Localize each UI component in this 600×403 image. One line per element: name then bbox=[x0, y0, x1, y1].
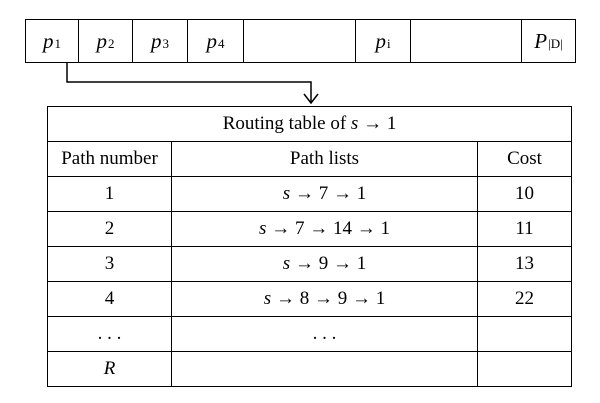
routing-table-title: Routing table of s → 1 bbox=[46, 106, 573, 142]
path-hops: . . . bbox=[312, 323, 337, 344]
title-source: s bbox=[350, 113, 359, 134]
path-number-cell: 4 bbox=[47, 281, 172, 317]
cell-letter: p bbox=[96, 28, 108, 53]
cell-empty-2 bbox=[411, 20, 522, 62]
path-source: s bbox=[282, 183, 291, 204]
table-row: R bbox=[47, 351, 573, 387]
path-source: s bbox=[282, 253, 291, 274]
cost-cell: 13 bbox=[476, 246, 573, 282]
header-path-number: Path number bbox=[47, 141, 172, 177]
cost-cell bbox=[476, 316, 573, 352]
path-hops: → 7 → 1 bbox=[290, 183, 367, 204]
cell-subscript: 1 bbox=[54, 36, 62, 51]
arrow-line bbox=[66, 63, 312, 102]
path-list-cell: s → 7 → 1 bbox=[171, 176, 478, 212]
path-list-cell: s → 9 → 1 bbox=[171, 246, 478, 282]
cell-letter: P bbox=[534, 28, 548, 53]
path-number-cell: . . . bbox=[47, 316, 172, 352]
cell-subscript: 4 bbox=[218, 36, 225, 51]
table-row: 2 s → 7 → 14 → 1 11 bbox=[47, 211, 573, 247]
cell-subscript: 3 bbox=[162, 36, 170, 51]
path-number-cell: R bbox=[47, 351, 172, 387]
cell-letter: p bbox=[43, 28, 54, 53]
path-hops: → 7 → 14 → 1 bbox=[266, 218, 390, 239]
cell-subscript: |D| bbox=[548, 36, 563, 51]
cell-subscript: 2 bbox=[108, 36, 115, 51]
path-hops: → 9 → 1 bbox=[290, 253, 367, 274]
cost-cell: 10 bbox=[476, 176, 573, 212]
path-number-cell: 1 bbox=[47, 176, 172, 212]
cost-cell bbox=[476, 351, 573, 387]
routing-table: Routing table of s → 1 Path number Path … bbox=[46, 106, 573, 387]
path-number-cell: 3 bbox=[47, 246, 172, 282]
cell-letter: p bbox=[151, 28, 162, 53]
path-hops: → 8 → 9 → 1 bbox=[271, 288, 386, 309]
path-number-cell: 2 bbox=[47, 211, 172, 247]
cell-letter: p bbox=[206, 28, 218, 53]
cell-pD: P|D| bbox=[522, 20, 575, 62]
arrow-head bbox=[303, 93, 319, 105]
header-cost: Cost bbox=[476, 141, 573, 177]
table-row: 3 s → 9 → 1 13 bbox=[47, 246, 573, 282]
path-source: s bbox=[259, 218, 267, 239]
cell-letter: p bbox=[375, 28, 386, 53]
path-source: s bbox=[263, 288, 272, 309]
cell-empty-1 bbox=[244, 20, 356, 62]
header-path-lists: Path lists bbox=[171, 141, 478, 177]
table-row: 1 s → 7 → 1 10 bbox=[47, 176, 573, 212]
cost-cell: 11 bbox=[476, 211, 573, 247]
cost-cell: 22 bbox=[476, 281, 573, 317]
title-arrow: → 1 bbox=[358, 113, 397, 134]
header-row: Path number Path lists Cost bbox=[47, 141, 573, 177]
path-list-cell: s → 7 → 14 → 1 bbox=[171, 211, 478, 247]
path-list-cell: . . . bbox=[171, 316, 478, 352]
path-list-cell bbox=[171, 351, 478, 387]
path-list-cell: s → 8 → 9 → 1 bbox=[171, 281, 478, 317]
title-prefix: Routing table of bbox=[222, 113, 351, 134]
table-row: . . . . . . bbox=[47, 316, 573, 352]
table-row: 4 s → 8 → 9 → 1 22 bbox=[47, 281, 573, 317]
cell-subscript: i bbox=[386, 36, 391, 51]
